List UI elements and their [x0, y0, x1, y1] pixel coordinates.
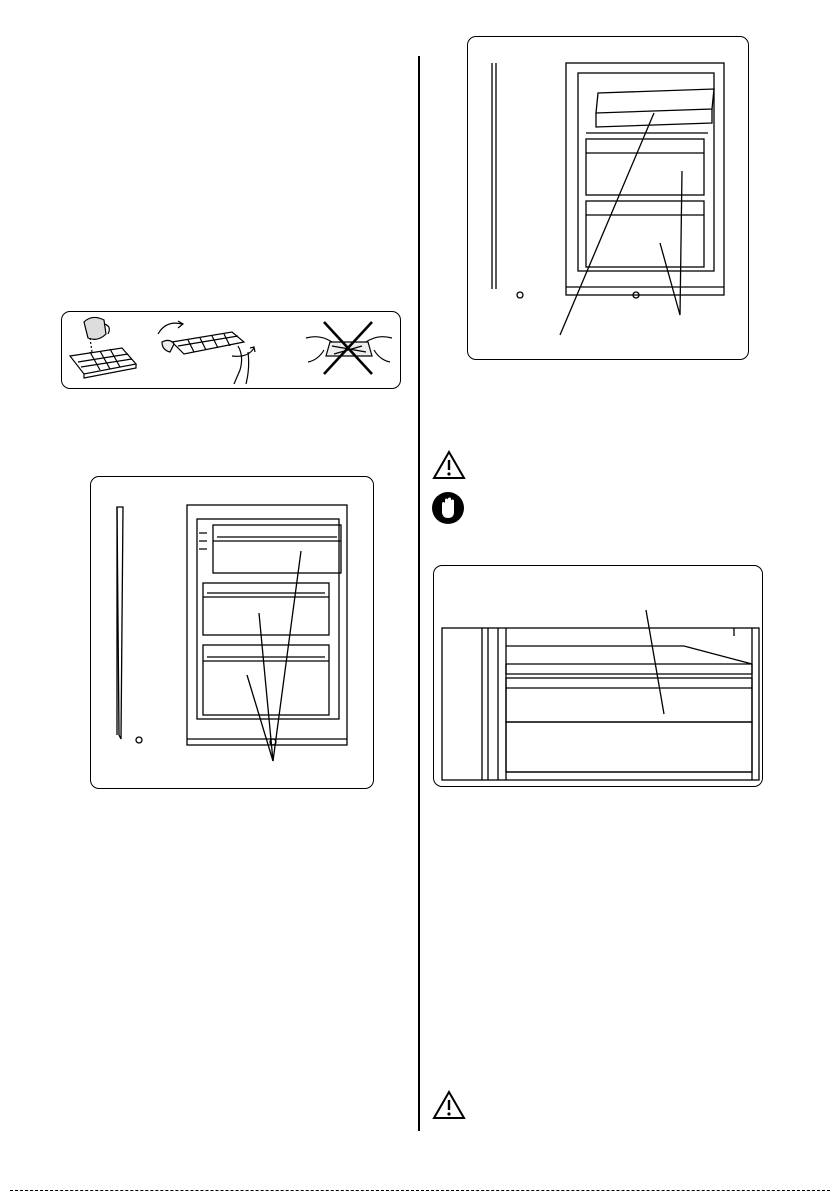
freezer-compartments-illustration	[468, 37, 747, 358]
warning-icon	[432, 450, 466, 480]
top-flap-compartment	[596, 89, 714, 127]
freezer-compartments-figure-right	[467, 36, 749, 360]
page-bottom-rule	[10, 1190, 830, 1191]
column-divider	[418, 56, 420, 1131]
freezer-drawers-illustration	[91, 477, 372, 787]
drawer-middle	[586, 139, 704, 195]
drawer-bottom	[203, 645, 329, 715]
drawer-closeup-illustration	[434, 566, 761, 785]
fill-tray-illustration	[70, 317, 136, 378]
freezer-drawers-figure-left	[90, 476, 374, 789]
twist-tray-illustration	[158, 321, 255, 384]
drawer-front	[506, 678, 752, 772]
closeup-frame	[442, 628, 759, 780]
drawer-bottom	[586, 201, 704, 267]
drawer-middle	[203, 583, 329, 635]
cabinet-outline	[566, 63, 724, 295]
freezer-door	[117, 507, 123, 739]
drawer-top	[213, 525, 341, 573]
warning-icon	[432, 1090, 466, 1120]
callout-line-drawer	[646, 610, 664, 714]
drawer-closeup-figure	[433, 565, 763, 787]
ice-tray-steps-illustration	[62, 312, 399, 387]
stop-hand-icon	[431, 491, 465, 525]
ice-tray-figure	[61, 311, 401, 389]
